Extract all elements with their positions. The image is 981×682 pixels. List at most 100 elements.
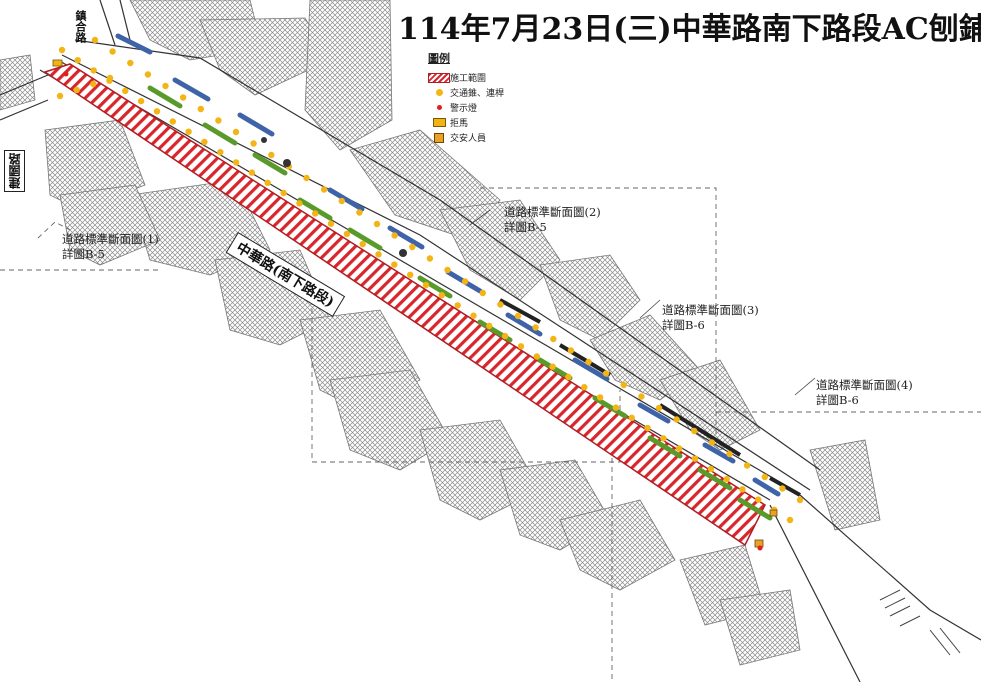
warning-markers [52, 59, 778, 551]
traffic-cone [185, 128, 192, 135]
traffic-cone [708, 439, 716, 446]
construction-zone [43, 63, 766, 547]
traffic-cone [454, 302, 461, 309]
traffic-cone [470, 312, 477, 319]
legend: 圖例 施工範圍 交通錐、連桿 警示燈 拒馬 交安人員 [428, 50, 548, 145]
traffic-cone [786, 516, 794, 524]
traffic-cone [532, 324, 539, 331]
construction-zone-hatch-icon [428, 72, 450, 83]
traffic-cone [638, 393, 645, 400]
traffic-cone [391, 261, 398, 268]
traffic-cone [373, 220, 381, 228]
traffic-cone [407, 271, 414, 278]
traffic-cone [58, 46, 66, 54]
traffic-cone [56, 92, 64, 100]
traffic-cone [90, 67, 97, 74]
callout-title: 道路標準斷面圖(3) [662, 303, 759, 317]
traffic-arrows-green [147, 85, 773, 521]
legend-item-label: 拒馬 [450, 119, 469, 129]
traffic-cone [602, 370, 610, 377]
traffic-cone [739, 486, 746, 493]
legend-item-cones: 交通錐、連桿 [428, 85, 548, 100]
traffic-cone [375, 251, 382, 258]
traffic-cone [359, 240, 366, 248]
traffic-cone-dot-icon [428, 88, 450, 98]
legend-heading: 圖例 [428, 52, 450, 65]
traffic-cone [356, 209, 363, 216]
traffic-cone [327, 220, 335, 227]
traffic-cone [644, 424, 651, 432]
traffic-cone [497, 301, 504, 308]
traffic-cone [422, 281, 430, 289]
side-road-label-left: 建國路 [4, 150, 25, 192]
traffic-cone [312, 210, 319, 217]
traffic-cone [106, 74, 114, 82]
traffic-cone [74, 57, 82, 64]
legend-item-construction: 施工範圍 [428, 70, 548, 85]
crosswalk [879, 589, 961, 656]
callout-leaders [469, 209, 816, 396]
traffic-cone [217, 149, 224, 156]
traffic-cone [660, 435, 667, 442]
traffic-cones [56, 36, 804, 524]
traffic-cone [726, 450, 733, 458]
traffic-cone [162, 82, 169, 90]
traffic-cone [479, 289, 486, 297]
traffic-cone [91, 36, 99, 44]
traffic-cone [391, 232, 398, 239]
traffic-cone [691, 427, 698, 435]
traffic-cone [550, 335, 557, 343]
section-callout-4: 道路標準斷面圖(4) 詳圖B-6 [816, 378, 913, 408]
page-title: 114年7月23日(三)中華路南下路段AC刨鋪 [398, 12, 981, 47]
traffic-cone [444, 266, 451, 274]
traffic-cone [127, 59, 134, 67]
traffic-cone [250, 140, 257, 147]
traffic-cone [248, 169, 256, 176]
legend-item-label: 交安人員 [450, 134, 487, 144]
traffic-cone [137, 97, 145, 105]
traffic-cone [179, 94, 187, 101]
traffic-cone [232, 128, 240, 136]
callout-title: 道路標準斷面圖(4) [816, 378, 913, 392]
traffic-cone [596, 394, 604, 401]
legend-item-warning-light: 警示燈 [428, 100, 548, 115]
traffic-cone [215, 117, 222, 124]
road-dividers [499, 298, 801, 497]
legend-item-label: 警示燈 [450, 104, 478, 114]
traffic-cone [673, 416, 680, 423]
traffic-cone [691, 455, 699, 462]
traffic-cone [197, 105, 204, 113]
traffic-cone [343, 230, 351, 238]
traffic-cone [549, 363, 556, 370]
traffic-cone [486, 322, 493, 330]
section-callout-1: 道路標準斷面圖(1) 詳圖B-5 [62, 232, 159, 262]
traffic-cone [232, 159, 240, 166]
traffic-cone [755, 496, 762, 503]
traffic-cone [122, 87, 129, 95]
traffic-cone [264, 179, 271, 186]
warning-light-dot-icon [428, 103, 450, 113]
legend-item-barricade: 拒馬 [428, 115, 548, 130]
traffic-cone [655, 404, 663, 412]
section-callout-2: 道路標準斷面圖(2) 詳圖B-5 [504, 205, 601, 235]
traffic-cone [628, 414, 635, 421]
barricade-icon [428, 118, 450, 128]
traffic-safety-staff-icon [428, 132, 450, 143]
traffic-cone [585, 358, 592, 366]
traffic-cone [201, 138, 208, 146]
callout-detail: 詳圖B-5 [62, 247, 105, 261]
traffic-cone [517, 343, 525, 350]
legend-item-label: 交通錐、連桿 [450, 89, 505, 99]
traffic-cone [581, 384, 588, 391]
traffic-cone [567, 347, 575, 354]
traffic-cone [438, 292, 445, 299]
legend-item-safety-staff: 交安人員 [428, 130, 548, 145]
road-sign-icons [261, 137, 407, 257]
traffic-cone [153, 108, 161, 115]
traffic-cone [268, 151, 275, 159]
traffic-cone [303, 174, 310, 182]
traffic-cone [296, 200, 303, 207]
traffic-cone [676, 445, 683, 452]
legend-item-label: 施工範圍 [450, 74, 487, 84]
traffic-cone [144, 71, 152, 78]
